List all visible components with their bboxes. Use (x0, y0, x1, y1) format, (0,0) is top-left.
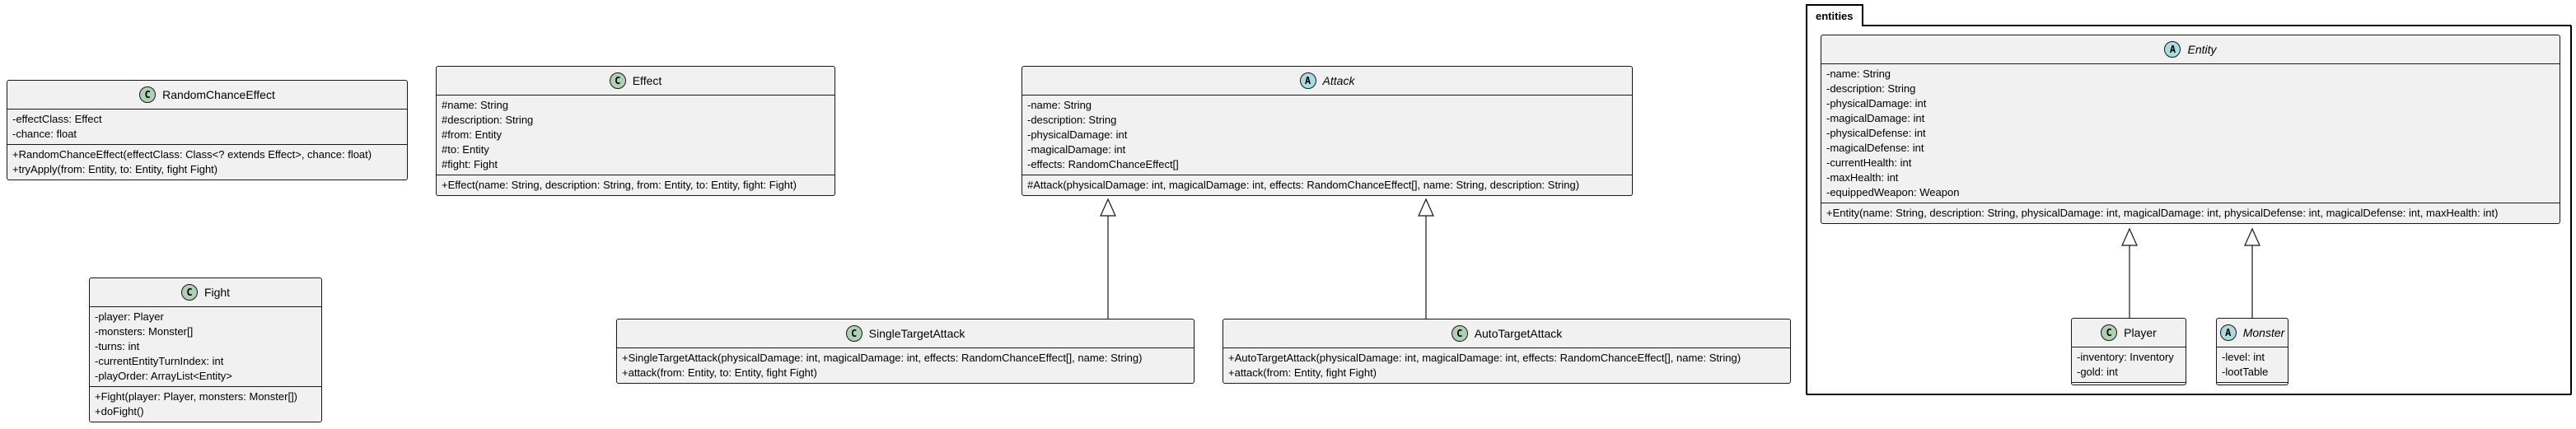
class-name: Entity (2187, 43, 2217, 56)
class-badge-icon: C (845, 325, 863, 342)
field: -gold: int (2077, 366, 2118, 378)
method-list: +Fight(player: Player, monsters: Monster… (90, 386, 321, 422)
class-header: C RandomChanceEffect (7, 81, 407, 110)
field: -monsters: Monster[] (95, 325, 194, 338)
arrowhead-monster (2244, 227, 2260, 246)
abstract-badge-icon: A (2219, 324, 2237, 341)
field-list: -name: String -description: String -phys… (1821, 64, 2560, 203)
arrowhead-autotargetattack (1418, 198, 1434, 217)
method-list: +SingleTargetAttack(physicalDamage: int,… (617, 348, 1194, 383)
field: -maxHealth: int (1826, 171, 1899, 184)
class-header: A Attack (1022, 67, 1632, 96)
field: -description: String (1027, 114, 1117, 126)
class-attack: A Attack -name: String -description: Str… (1022, 66, 1633, 196)
method: +SingleTargetAttack(physicalDamage: int,… (622, 352, 1143, 364)
package-label: entities (1806, 4, 1863, 26)
field: #from: Entity (442, 128, 502, 141)
field: -inventory: Inventory (2077, 351, 2174, 363)
field: -magicalDefense: int (1826, 142, 1924, 154)
class-badge-icon: C (1451, 325, 1468, 342)
arrowhead-singletargetattack (1100, 198, 1116, 217)
method-list (2217, 382, 2288, 385)
field: -equippedWeapon: Weapon (1826, 186, 1960, 198)
class-name: RandomChanceEffect (162, 88, 275, 101)
method: +tryApply(from: Entity, to: Entity, figh… (12, 163, 218, 175)
method-list: +RandomChanceEffect(effectClass: Class<?… (7, 144, 407, 180)
field: -effectClass: Effect (12, 113, 102, 125)
field: -lootTable (2222, 366, 2269, 378)
field-list: -name: String -description: String -phys… (1022, 96, 1632, 175)
class-name: Attack (1322, 74, 1355, 87)
method: +RandomChanceEffect(effectClass: Class<?… (12, 148, 372, 161)
class-badge-icon: C (180, 284, 198, 301)
method: +attack(from: Entity, to: Entity, fight … (622, 366, 817, 379)
field: -name: String (1027, 99, 1092, 111)
class-name: Player (2124, 326, 2157, 339)
method-list: +AutoTargetAttack(physicalDamage: int, m… (1223, 348, 1790, 383)
class-fight: C Fight -player: Player -monsters: Monst… (89, 277, 322, 422)
class-name: Effect (632, 74, 662, 87)
field: #description: String (442, 114, 534, 126)
field: -currentEntityTurnIndex: int (95, 355, 224, 367)
field: -level: int (2222, 351, 2265, 363)
method-list: +Entity(name: String, description: Strin… (1821, 203, 2560, 223)
class-header: A Entity (1821, 35, 2560, 64)
field: -effects: RandomChanceEffect[] (1027, 158, 1179, 170)
class-badge-icon: C (609, 72, 626, 89)
class-header: C Effect (437, 67, 835, 96)
arrowhead-player (2121, 227, 2138, 246)
method: +AutoTargetAttack(physicalDamage: int, m… (1228, 352, 1741, 364)
field-list: -inventory: Inventory -gold: int (2072, 347, 2186, 382)
method: +Fight(player: Player, monsters: Monster… (95, 390, 298, 403)
class-random-chance-effect: C RandomChanceEffect -effectClass: Effec… (7, 80, 408, 180)
class-name: AutoTargetAttack (1474, 327, 1563, 340)
method: #Attack(physicalDamage: int, magicalDama… (1027, 179, 1580, 191)
class-monster: A Monster -level: int -lootTable (2216, 318, 2288, 385)
class-single-target-attack: C SingleTargetAttack +SingleTargetAttack… (616, 319, 1194, 384)
class-header: C Fight (90, 278, 321, 307)
class-header: C AutoTargetAttack (1223, 319, 1790, 348)
field-list: -player: Player -monsters: Monster[] -tu… (90, 307, 321, 386)
field: -player: Player (95, 310, 164, 323)
field: #name: String (442, 99, 508, 111)
method-list (2072, 382, 2186, 385)
field-list: -effectClass: Effect -chance: float (7, 110, 407, 144)
field: -physicalDamage: int (1826, 97, 1927, 110)
class-name: Fight (203, 286, 231, 299)
class-auto-target-attack: C AutoTargetAttack +AutoTargetAttack(phy… (1223, 319, 1791, 384)
class-entity: A Entity -name: String -description: Str… (1821, 35, 2560, 224)
method: +Effect(name: String, description: Strin… (442, 179, 797, 191)
class-player: C Player -inventory: Inventory -gold: in… (2071, 318, 2186, 385)
entities-package (1806, 25, 2572, 395)
field: #fight: Fight (442, 158, 498, 170)
method: +attack(from: Entity, fight Fight) (1228, 366, 1377, 379)
class-effect: C Effect #name: String #description: Str… (436, 66, 835, 196)
method-list: +Effect(name: String, description: Strin… (437, 175, 835, 195)
field-list: -level: int -lootTable (2217, 347, 2288, 382)
field-list: #name: String #description: String #from… (437, 96, 835, 175)
field: -physicalDefense: int (1826, 127, 1926, 139)
class-badge-icon: C (139, 86, 157, 103)
class-header: A Monster (2217, 319, 2288, 347)
field: -chance: float (12, 128, 77, 140)
field: -currentHealth: int (1826, 156, 1912, 169)
field: -magicalDamage: int (1027, 143, 1126, 156)
field: -name: String (1826, 68, 1891, 80)
field: -description: String (1826, 82, 1916, 95)
field: #to: Entity (442, 143, 489, 156)
field: -physicalDamage: int (1027, 128, 1128, 141)
field: -playOrder: ArrayList<Entity> (95, 370, 232, 382)
class-name: Monster (2242, 326, 2285, 339)
class-header: C SingleTargetAttack (617, 319, 1194, 348)
field: -magicalDamage: int (1826, 112, 1925, 124)
class-badge-icon: C (2101, 324, 2118, 341)
field: -turns: int (95, 340, 140, 352)
method: +Entity(name: String, description: Strin… (1826, 207, 2499, 219)
class-name: SingleTargetAttack (868, 327, 965, 340)
method: +doFight() (95, 405, 144, 417)
method-list: #Attack(physicalDamage: int, magicalDama… (1022, 175, 1632, 195)
abstract-badge-icon: A (1299, 72, 1316, 89)
abstract-badge-icon: A (2164, 41, 2181, 58)
class-header: C Player (2072, 319, 2186, 347)
